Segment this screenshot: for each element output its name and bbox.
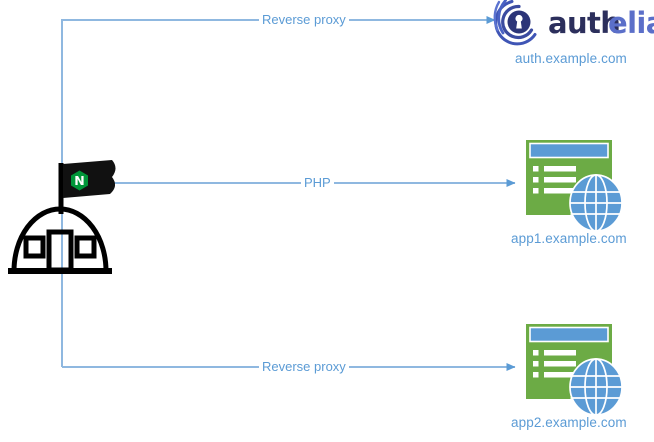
edge-label-php: PHP <box>301 175 334 190</box>
edge-label-reverse-proxy-app2: Reverse proxy <box>259 359 349 374</box>
node-label-app1: app1.example.com <box>511 231 627 246</box>
nginx-logo-icon: N <box>8 160 116 274</box>
edge-label-reverse-proxy-auth: Reverse proxy <box>259 12 349 27</box>
nginx-flag-letter: N <box>74 173 84 188</box>
edge-line-nginx-to-authelia <box>61 16 496 367</box>
web-app-globe-icon <box>526 140 623 232</box>
web-app-globe-icon <box>526 324 623 416</box>
node-label-auth: auth.example.com <box>515 51 627 66</box>
node-label-app2: app2.example.com <box>511 415 627 430</box>
authelia-logo-icon <box>493 0 537 46</box>
authelia-wordmark-primary: auth <box>548 6 621 40</box>
